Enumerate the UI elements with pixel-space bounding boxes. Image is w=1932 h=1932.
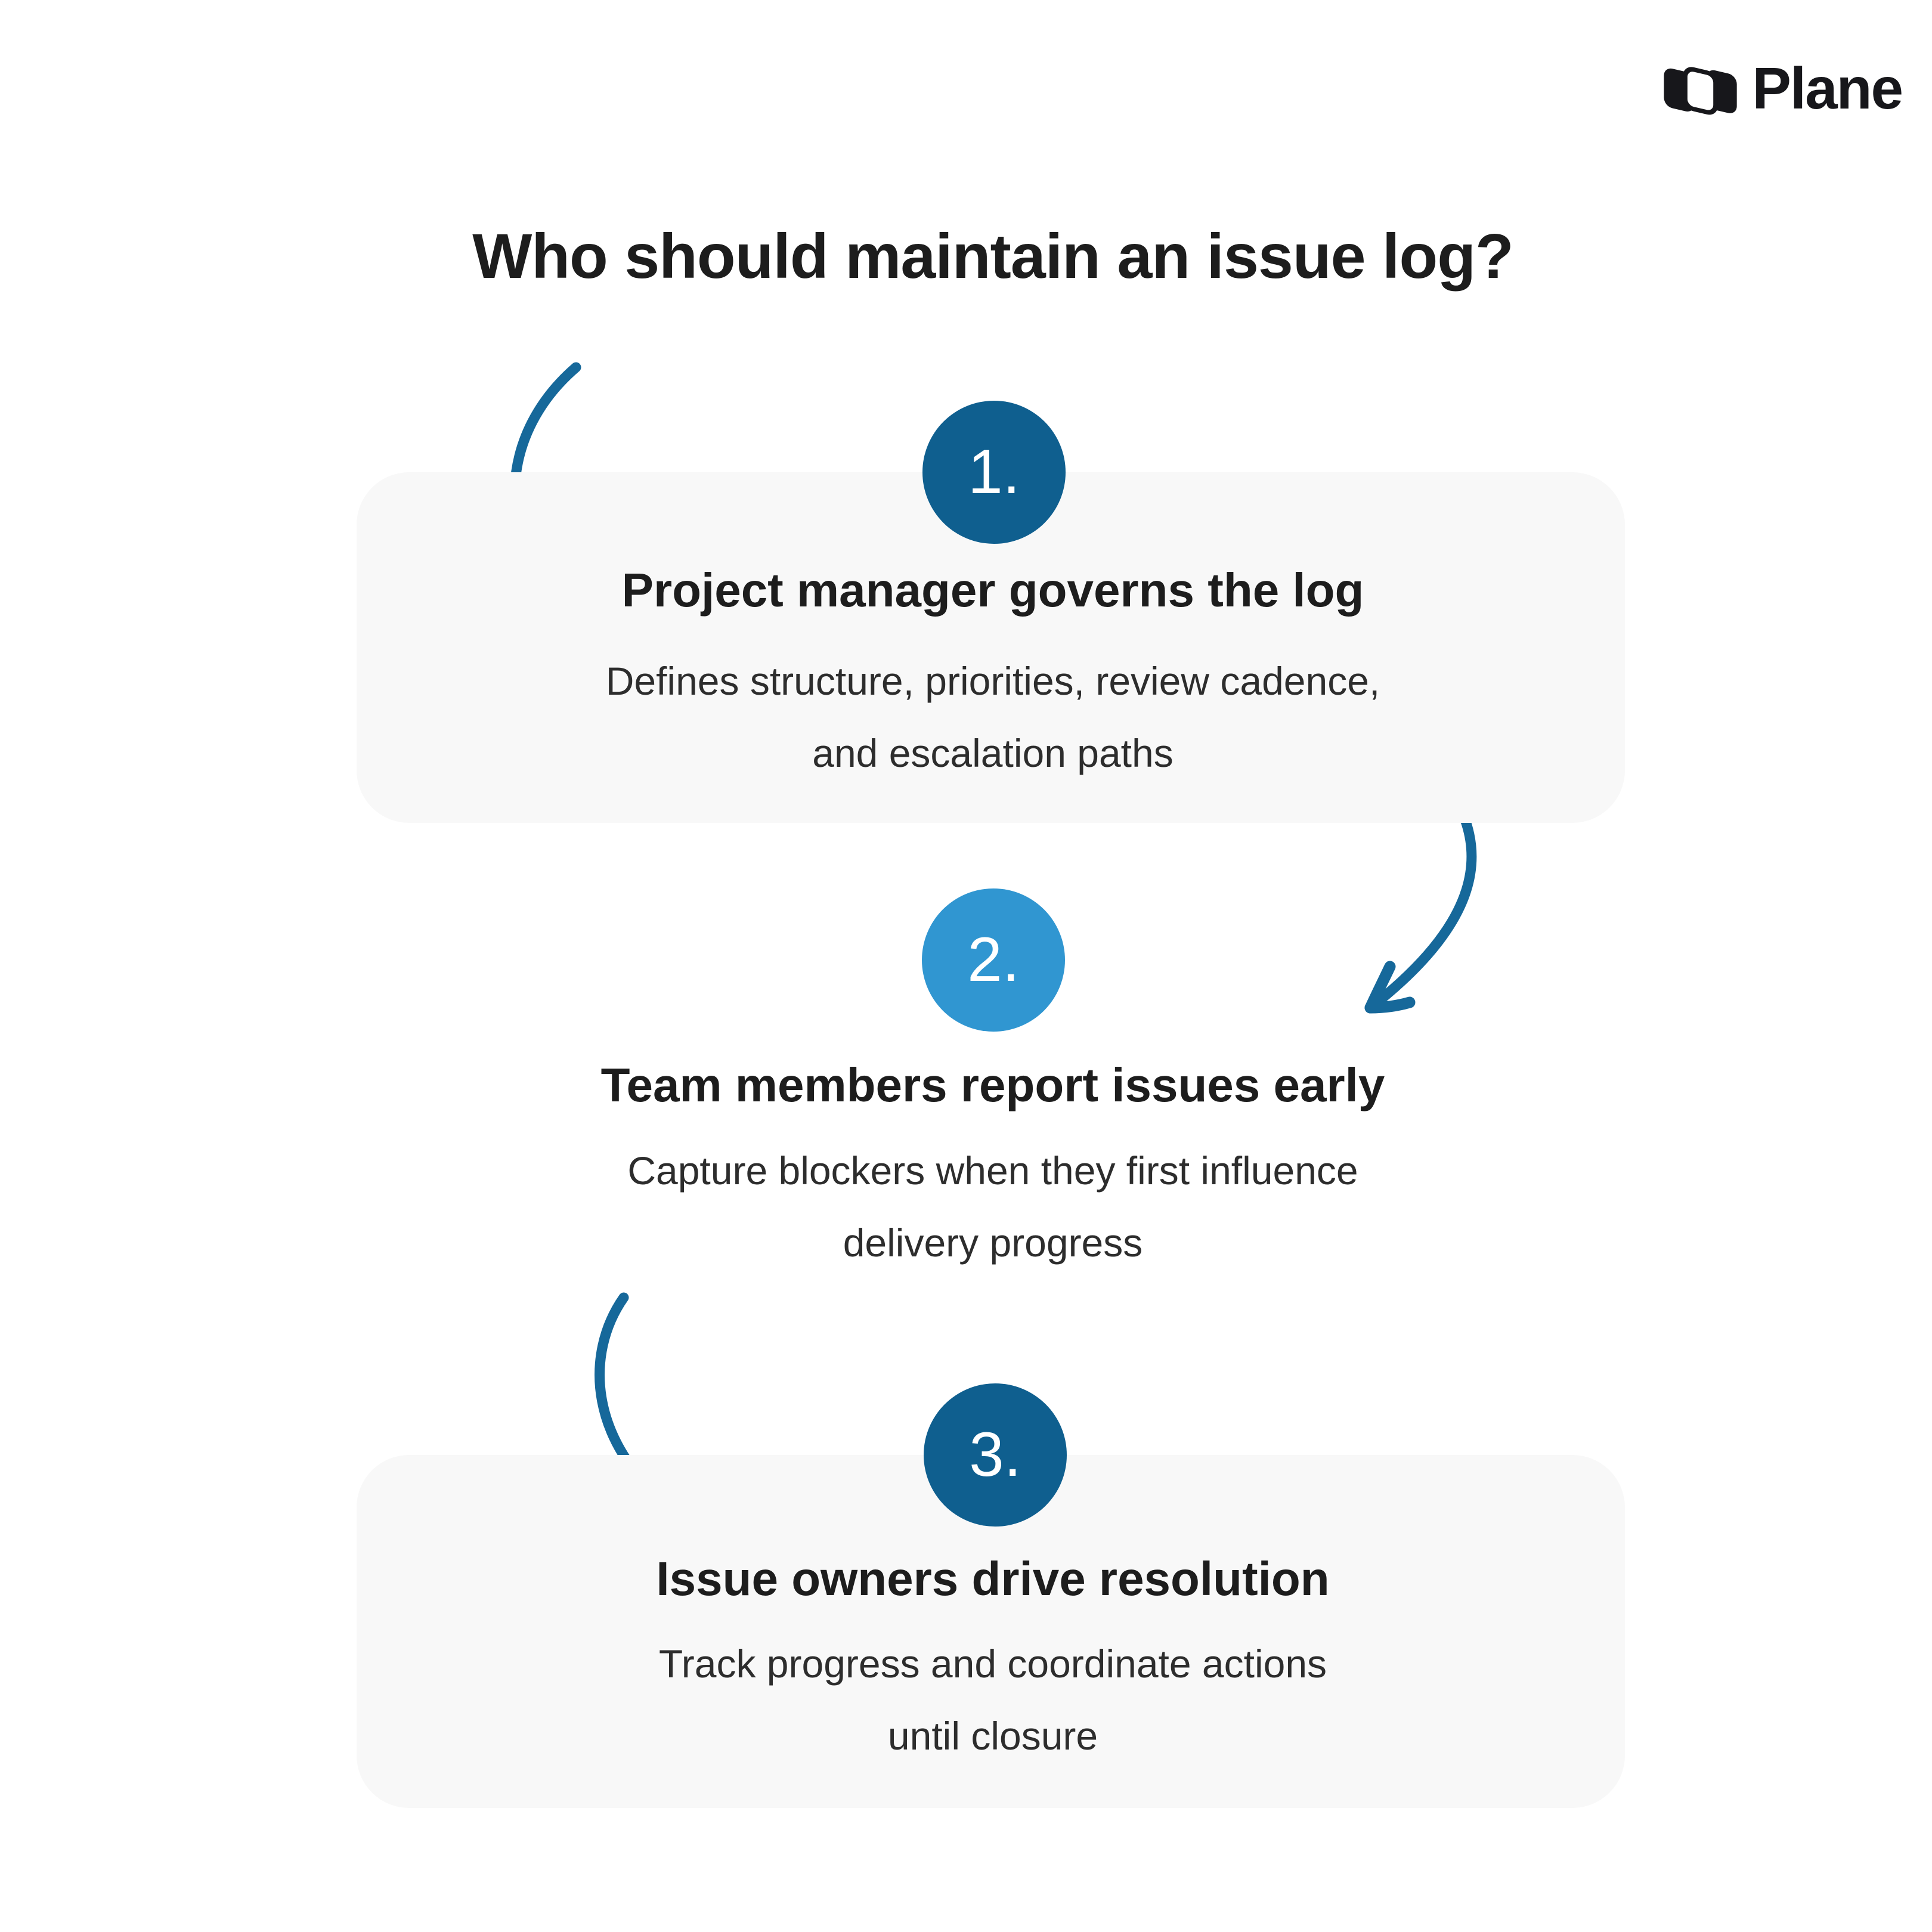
step-2-number-badge: 2. <box>922 888 1065 1032</box>
step-1-heading: Project manager governs the log <box>621 564 1364 617</box>
plane-logo-text: Plane <box>1752 55 1903 121</box>
step-1-number-badge: 1. <box>922 401 1066 544</box>
plane-logo: Plane <box>1661 55 1903 122</box>
step-3-description: Track progress and coordinate actions un… <box>658 1642 1327 1758</box>
curved-arrow-2-icon <box>1364 790 1477 1014</box>
step-2-heading: Team members report issues early <box>600 1058 1385 1111</box>
step-1-description: Defines structure, priorities, review ca… <box>605 659 1380 775</box>
step-3-heading: Issue owners drive resolution <box>656 1552 1330 1605</box>
step-2-number: 2. <box>967 925 1020 995</box>
plane-logo-icon <box>1663 66 1737 114</box>
step-3-number: 3. <box>969 1420 1021 1490</box>
step-1-number: 1. <box>968 437 1020 507</box>
step-3-number-badge: 3. <box>924 1383 1067 1527</box>
step-2-description: Capture blockers when they first influen… <box>627 1148 1358 1265</box>
page-title: Who should maintain an issue log? <box>472 221 1514 292</box>
